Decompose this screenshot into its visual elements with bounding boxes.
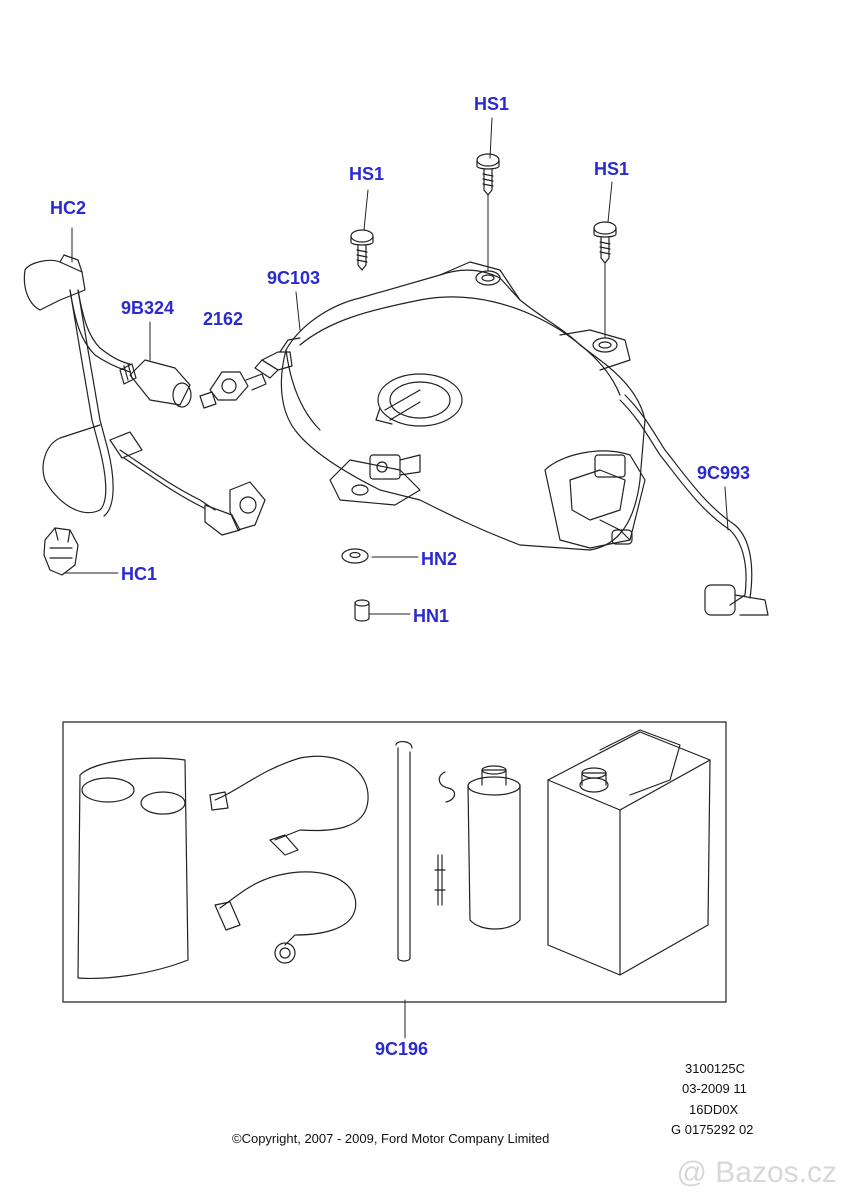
callout-hc2[interactable]: HC2 [50, 198, 87, 218]
additive-tank [280, 261, 646, 551]
sleeve-hn1 [354, 599, 370, 622]
drawing-reference: G 0175292 02 [671, 1122, 754, 1137]
callout-hn2[interactable]: HN2 [421, 549, 458, 569]
callout-hs1-right[interactable]: HS1 [594, 159, 630, 179]
washer-hn2 [341, 548, 369, 564]
callout-2162[interactable]: 2162 [203, 309, 244, 329]
callout-9b324[interactable]: 9B324 [121, 298, 175, 318]
kit-9c196 [62, 721, 727, 1003]
harness-9c993 [619, 394, 769, 616]
drawing-number: 3100125C [685, 1061, 745, 1076]
fuel-line-assembly [23, 254, 266, 536]
callout-hs1-top[interactable]: HS1 [474, 94, 510, 114]
drawing-date: 03-2009 11 [682, 1081, 747, 1096]
clip-2162 [199, 371, 267, 409]
clip-hc1 [43, 527, 79, 576]
callout-9c993[interactable]: 9C993 [697, 463, 751, 483]
callout-hc1[interactable]: HC1 [121, 564, 158, 584]
watermark: @ Bazos.cz [676, 1156, 837, 1189]
callout-hn1[interactable]: HN1 [413, 606, 450, 626]
leader-lines [63, 117, 729, 1039]
valve-9b324 [119, 359, 192, 408]
callout-hs1-left[interactable]: HS1 [349, 164, 385, 184]
screw-hs1-top [476, 153, 500, 196]
callout-9c196[interactable]: 9C196 [375, 1039, 429, 1059]
fitting-9c103 [254, 337, 301, 379]
screw-hs1-left [350, 229, 374, 271]
copyright-notice: ©Copyright, 2007 - 2009, Ford Motor Comp… [232, 1131, 550, 1146]
callout-9c103[interactable]: 9C103 [267, 268, 321, 288]
drawing-code: 16DD0X [689, 1102, 739, 1117]
screw-hs1-right [593, 221, 617, 264]
